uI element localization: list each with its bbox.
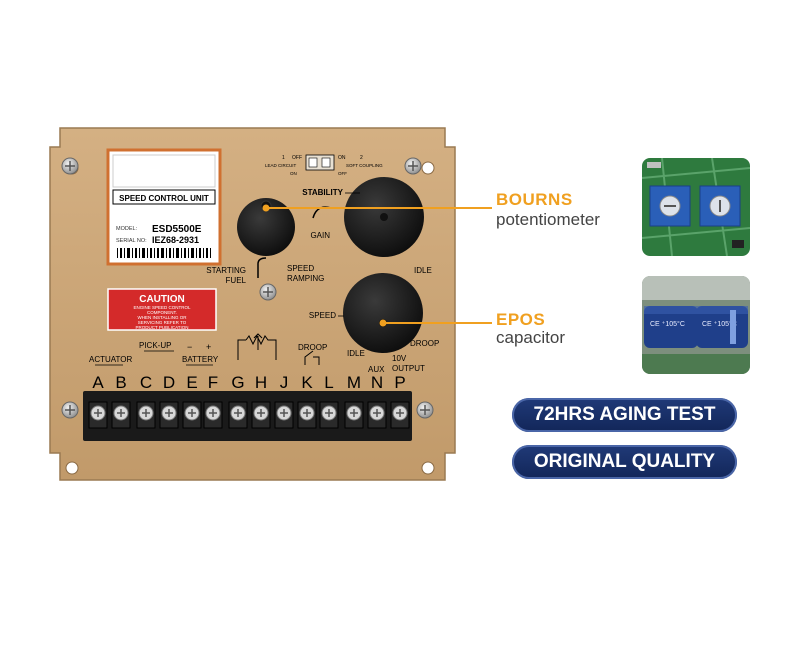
epos-title: EPOS (496, 310, 546, 329)
terminal-screw-icon (88, 401, 108, 429)
terminal-letter: D (163, 373, 175, 392)
terminal-letter: K (301, 373, 313, 392)
fuel-label: FUEL (226, 276, 247, 285)
pickup-label: PICK-UP (139, 341, 171, 350)
epos-subtitle: capacitor (496, 328, 565, 347)
model-value: ESD5500E (152, 224, 202, 235)
caution-line: ENGINE SPEED CONTROL (133, 305, 191, 310)
speed-ramping-label: SPEED (287, 264, 314, 273)
terminal-letter: J (280, 373, 289, 392)
caution-line: COMPONENT. (147, 310, 177, 315)
aux-label: AUX (368, 365, 385, 374)
output-label: OUTPUT (392, 364, 425, 373)
bourns-subtitle: potentiometer (496, 210, 600, 229)
terminal-letter: P (394, 373, 405, 392)
terminal-screw-icon (274, 401, 294, 429)
gain-label: GAIN (310, 231, 330, 240)
aging-test-badge: 72HRS AGING TEST (512, 398, 737, 432)
terminal-letter: B (115, 373, 126, 392)
caution-line: PRODUCT PUBLICATION (135, 325, 188, 330)
original-quality-badge: ORIGINAL QUALITY (512, 445, 737, 479)
svg-text:ON: ON (290, 171, 297, 176)
svg-text:SOFT COUPLING: SOFT COUPLING (346, 163, 383, 168)
model-field-label: MODEL: (116, 226, 138, 232)
caution-line: WHEN INSTALLING OR (138, 315, 188, 320)
droop-right-label: DROOP (410, 339, 439, 348)
terminal-letter: M (347, 373, 361, 392)
terminal-screw-icon (182, 401, 202, 429)
idle-terminal-label: IDLE (347, 349, 365, 358)
speed-ramping-label: RAMPING (287, 274, 324, 283)
battery-label: BATTERY (182, 355, 219, 364)
barcode (117, 248, 211, 258)
terminal-screw-icon (111, 401, 131, 429)
svg-text:ON: ON (338, 155, 346, 161)
terminal-screw-icon (367, 401, 387, 429)
terminal-letters: A B C D E F G H J K L M N P (92, 373, 405, 392)
terminal-screw-icon (319, 401, 339, 429)
actuator-label: ACTUATOR (89, 355, 132, 364)
svg-text:1: 1 (282, 155, 285, 161)
svg-text:OFF: OFF (338, 171, 347, 176)
caution-label: CAUTION ENGINE SPEED CONTROL COMPONENT. … (107, 288, 217, 331)
svg-text:LEAD CIRCUIT: LEAD CIRCUIT (265, 163, 297, 168)
output-label: 10V (392, 354, 407, 363)
potentiometer-symbol-icon (237, 333, 277, 360)
serial-value: IEZ68-2931 (152, 235, 199, 245)
bourns-title: BOURNS (496, 190, 573, 209)
starting-fuel-knob (237, 198, 295, 256)
terminal-screw-icon (136, 401, 156, 429)
label-title: SPEED CONTROL UNIT (119, 194, 209, 203)
terminal-screw-icon (251, 401, 271, 429)
capacitor-photo: CE ⁺105°C CE ⁺105°C (642, 276, 750, 374)
terminal-letter: F (208, 373, 218, 392)
idle-label: IDLE (414, 266, 432, 275)
capacitor-print: CE ⁺105°C (702, 320, 737, 328)
terminal-screw-icon (390, 401, 410, 429)
terminal-screw-icon (159, 401, 179, 429)
terminal-letter: H (255, 373, 267, 392)
screw-icon (61, 157, 434, 419)
caution-line: SERVICING REFER TO (138, 320, 187, 325)
caution-title: CAUTION (139, 294, 185, 305)
terminal-letter: C (140, 373, 152, 392)
dip-switch: 1 OFF ON 2 LEAD CIRCUIT ON OFF SOFT COUP… (265, 154, 383, 176)
svg-text:2: 2 (360, 155, 363, 161)
terminal-letter: E (186, 373, 197, 392)
battery-plus: + (206, 342, 211, 352)
terminal-letter: A (92, 373, 104, 392)
terminal-letter: G (231, 373, 244, 392)
droop-label: DROOP (298, 343, 327, 352)
terminal-screw-icon (203, 401, 223, 429)
serial-field-label: SERIAL NO: (116, 238, 147, 244)
svg-text:OFF: OFF (292, 155, 302, 161)
speed-knob (343, 273, 423, 353)
terminal-block (83, 391, 412, 441)
terminal-screw-icon (228, 401, 248, 429)
starting-label: STARTING (206, 266, 246, 275)
stability-label: STABILITY (302, 188, 343, 197)
speed-label: SPEED (309, 311, 336, 320)
terminal-screw-icon (297, 401, 317, 429)
terminal-letter: L (324, 373, 333, 392)
terminal-screw-icon (344, 401, 364, 429)
potentiometer-photo (642, 158, 750, 256)
battery-minus: − (187, 342, 192, 352)
model-label: SPEED CONTROL UNIT MODEL: ESD5500E SERIA… (106, 148, 222, 266)
capacitor-print: CE ⁺105°C (650, 320, 685, 328)
terminal-letter: N (371, 373, 383, 392)
